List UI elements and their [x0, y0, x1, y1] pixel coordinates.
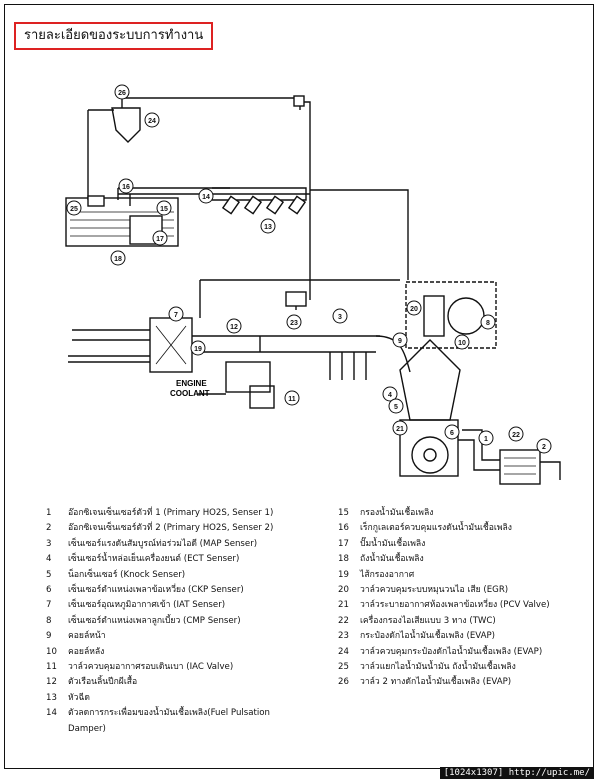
- svg-text:2: 2: [542, 444, 546, 451]
- callout-13: [260, 218, 276, 234]
- callout-23: [286, 314, 302, 330]
- callout-1: [478, 430, 494, 446]
- callout-7: [168, 306, 184, 322]
- callout-3: [332, 308, 348, 324]
- watermark: [1024x1307] http://upic.me/: [439, 767, 594, 779]
- legend-item: Damper): [68, 723, 106, 734]
- engine-label: ENGINE: [176, 379, 207, 388]
- svg-text:3: 3: [338, 314, 342, 321]
- callout-11: [284, 390, 300, 406]
- svg-text:13: 13: [264, 224, 272, 231]
- svg-text:16: 16: [122, 184, 130, 191]
- callout-15: [156, 200, 172, 216]
- svg-text:14: 14: [202, 194, 210, 201]
- callout-4: [382, 386, 398, 402]
- callout-24: [144, 112, 160, 128]
- svg-text:5: 5: [394, 404, 398, 411]
- svg-text:17: 17: [156, 236, 164, 243]
- callout-12: [226, 318, 242, 334]
- svg-text:18: 18: [114, 256, 122, 263]
- callout-22: [508, 426, 524, 442]
- callout-10: [454, 334, 470, 350]
- svg-text:8: 8: [486, 320, 490, 327]
- svg-text:7: 7: [174, 312, 178, 319]
- page-title: รายละเอียดของระบบการทำงาน: [14, 22, 214, 50]
- callout-markers: [66, 84, 552, 454]
- svg-text:23: 23: [290, 320, 298, 327]
- callout-20: [406, 300, 422, 316]
- callout-17: [152, 230, 168, 246]
- svg-text:4: 4: [388, 392, 392, 399]
- coolant-label: COOLANT: [170, 389, 210, 398]
- callout-19: [190, 340, 206, 356]
- callout-21: [392, 420, 408, 436]
- svg-text:25: 25: [70, 206, 78, 213]
- svg-text:9: 9: [398, 338, 402, 345]
- callout-26: [114, 84, 130, 100]
- callout-14: [198, 188, 214, 204]
- callout-16: [118, 178, 134, 194]
- svg-text:10: 10: [458, 340, 466, 347]
- callout-18: [110, 250, 126, 266]
- callout-5: [388, 398, 404, 414]
- callout-6: [444, 424, 460, 440]
- svg-text:6: 6: [450, 430, 454, 437]
- callout-9: [392, 332, 408, 348]
- engine-system-diagram: ENGINE COOLANT 26 24 16 25 15 14: [65, 84, 561, 485]
- svg-text:19: 19: [194, 346, 202, 353]
- callout-8: [480, 314, 496, 330]
- callout-2: [536, 438, 552, 454]
- page-border: [4, 4, 594, 769]
- svg-text:24: 24: [148, 118, 156, 125]
- callout-25: [66, 200, 82, 216]
- svg-text:22: 22: [512, 432, 520, 439]
- svg-text:1: 1: [484, 436, 488, 443]
- svg-text:26: 26: [118, 90, 126, 97]
- svg-text:12: 12: [230, 324, 238, 331]
- svg-text:15: 15: [160, 206, 168, 213]
- svg-text:21: 21: [396, 426, 404, 433]
- callout-numbers: 26 24 16 25 15 14 17 18 13 7 12 23 3 20 …: [70, 90, 546, 451]
- svg-text:20: 20: [410, 306, 418, 313]
- svg-text:11: 11: [288, 396, 296, 403]
